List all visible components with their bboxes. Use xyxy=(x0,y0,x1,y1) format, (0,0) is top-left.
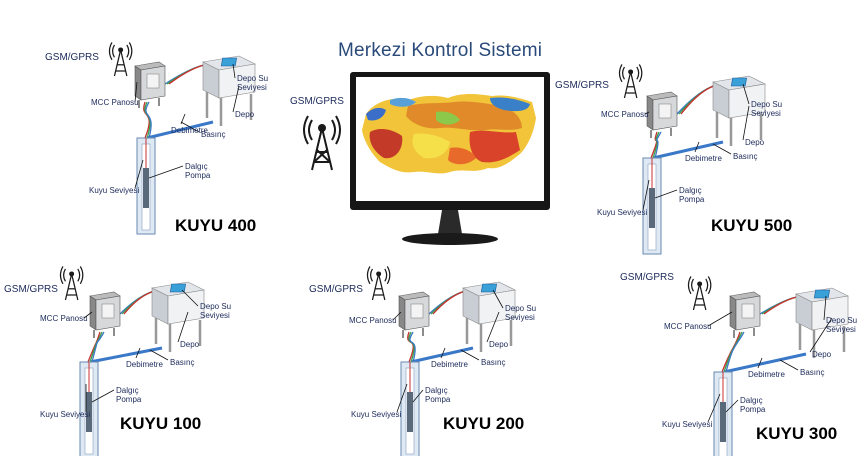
well-casing xyxy=(713,371,733,456)
mcc-panel xyxy=(398,291,430,338)
mcc-label: MCC Panosu xyxy=(91,98,139,107)
mcc-panel xyxy=(646,91,678,138)
basinc-label: Basınç xyxy=(733,152,758,161)
well-casing xyxy=(400,361,420,456)
antenna-icon xyxy=(618,64,643,99)
basinc-label: Basınç xyxy=(800,368,825,377)
well-casing xyxy=(79,361,99,456)
depo-label: Depo xyxy=(235,110,255,119)
mcc-panel xyxy=(729,291,761,338)
page-title: Merkezi Kontrol Sistemi xyxy=(338,40,543,61)
antenna-icon xyxy=(687,276,712,311)
basinc-label: Basınç xyxy=(201,130,226,139)
station-name: KUYU 500 xyxy=(711,216,793,235)
water-tank xyxy=(462,281,516,352)
gsm-label: GSM/GPRS xyxy=(4,284,58,295)
central-gsm-label: GSM/GPRS xyxy=(290,96,344,107)
antenna-icon xyxy=(59,266,84,301)
basinc-label: Basınç xyxy=(170,358,195,367)
turkey-map xyxy=(362,94,536,174)
station-name: KUYU 100 xyxy=(120,414,202,433)
central-monitor xyxy=(350,72,550,247)
central-antenna-icon xyxy=(300,112,344,172)
well-casing xyxy=(136,137,156,235)
station-name: KUYU 400 xyxy=(175,216,257,235)
mcc-panel xyxy=(134,61,166,108)
antenna-icon xyxy=(366,266,391,301)
debimetre-label: Debimetre xyxy=(431,360,468,369)
debimetre-label: Debimetre xyxy=(685,154,722,163)
gsm-label: GSM/GPRS xyxy=(309,284,363,295)
depo-label: Depo xyxy=(180,340,200,349)
kuyu-seviyesi-label: Kuyu Seviyesi xyxy=(597,208,648,217)
kuyu-seviyesi-label: Kuyu Seviyesi xyxy=(351,410,402,419)
station-name: KUYU 300 xyxy=(756,424,838,443)
mcc-label: MCC Panosu xyxy=(601,110,649,119)
debimetre-label: Debimetre xyxy=(126,360,163,369)
depo-label: Depo xyxy=(489,340,509,349)
debimetre-label: Debimetre xyxy=(748,370,785,379)
basinc-label: Basınç xyxy=(481,358,506,367)
mcc-label: MCC Panosu xyxy=(40,314,88,323)
water-tank xyxy=(202,55,256,126)
water-tank xyxy=(151,281,205,352)
water-tank xyxy=(712,75,766,146)
antenna-icon xyxy=(108,42,133,77)
debimetre-label: Debimetre xyxy=(171,126,208,135)
mcc-label: MCC Panosu xyxy=(349,316,397,325)
kuyu-seviyesi-label: Kuyu Seviyesi xyxy=(89,186,140,195)
well-casing xyxy=(642,157,662,255)
mcc-panel xyxy=(89,291,121,338)
kuyu-seviyesi-label: Kuyu Seviyesi xyxy=(662,420,713,429)
gsm-label: GSM/GPRS xyxy=(620,272,674,283)
depo-label: Depo xyxy=(812,350,832,359)
mcc-label: MCC Panosu xyxy=(664,322,712,331)
depo-label: Depo xyxy=(745,138,765,147)
gsm-label: GSM/GPRS xyxy=(555,80,609,91)
gsm-label: GSM/GPRS xyxy=(45,52,99,63)
kuyu-seviyesi-label: Kuyu Seviyesi xyxy=(40,410,91,419)
station-name: KUYU 200 xyxy=(443,414,525,433)
